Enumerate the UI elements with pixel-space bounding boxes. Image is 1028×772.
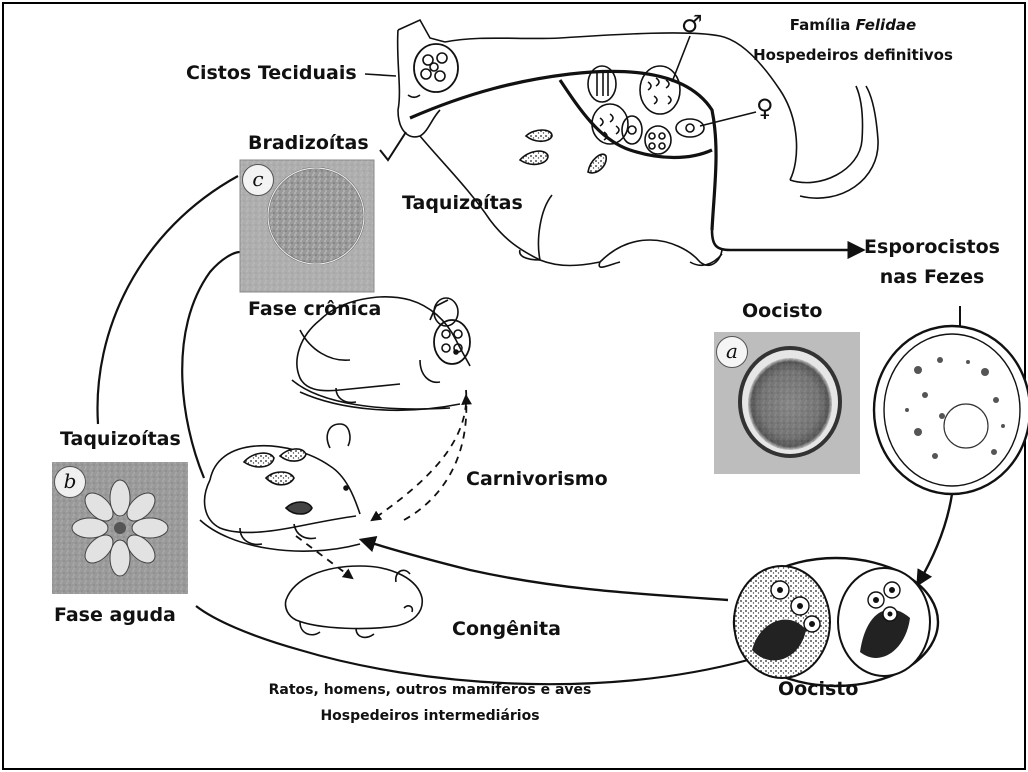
female-symbol: ♀ [756, 94, 774, 122]
arrow-cat-to-feces [712, 230, 862, 250]
label-oocisto-top: Oocisto [742, 300, 822, 322]
label-fase-cronica: Fase crônica [248, 298, 381, 320]
arrow-to-sporulated-oocyst [918, 494, 952, 584]
familia-prefix: Família [790, 16, 856, 34]
arrow-oocyst-to-mouse [362, 540, 728, 600]
panel-label-a: a [716, 336, 748, 368]
arrow-congenita [296, 536, 352, 578]
label-intermediarios-line2: Hospedeiros intermediários [220, 708, 640, 724]
baby-mouse-illustration [285, 566, 422, 637]
familia-italic: Felidae [856, 16, 917, 34]
label-cistos-teciduais: Cistos Teciduais [186, 62, 357, 84]
label-esporocistos-line1: Esporocistos [862, 236, 1002, 258]
label-esporocistos-line2: nas Fezes [862, 266, 1002, 288]
male-symbol: ♂ [681, 10, 703, 38]
label-intermediarios-line1: Ratos, homens, outros mamíferos e aves [220, 682, 640, 698]
label-bradizoitas: Bradizoítas [248, 132, 369, 154]
panel-label-c: c [242, 164, 274, 196]
label-carnivorismo: Carnivorismo [466, 468, 608, 490]
arrow-carnivorismo-up [404, 396, 466, 520]
sporulated-oocyst-drawing [734, 558, 938, 686]
label-taquizoitas-cat: Taquizoítas [402, 192, 523, 214]
label-hospedeiros-definitivos: Hospedeiros definitivos [738, 46, 968, 64]
label-oocisto-bottom: Oocisto [778, 678, 858, 700]
sporulating-oocyst-drawing [874, 306, 1028, 494]
mouse-acute-illustration [200, 424, 360, 551]
label-taquizoitas-left: Taquizoítas [60, 428, 181, 450]
arc-left-inner [182, 252, 240, 478]
panel-label-b: b [54, 466, 86, 498]
arc-left-outer [97, 176, 238, 424]
label-congenita: Congênita [452, 618, 561, 640]
label-familia-felidae: Família Felidae [738, 16, 968, 34]
label-fase-aguda: Fase aguda [54, 604, 176, 626]
